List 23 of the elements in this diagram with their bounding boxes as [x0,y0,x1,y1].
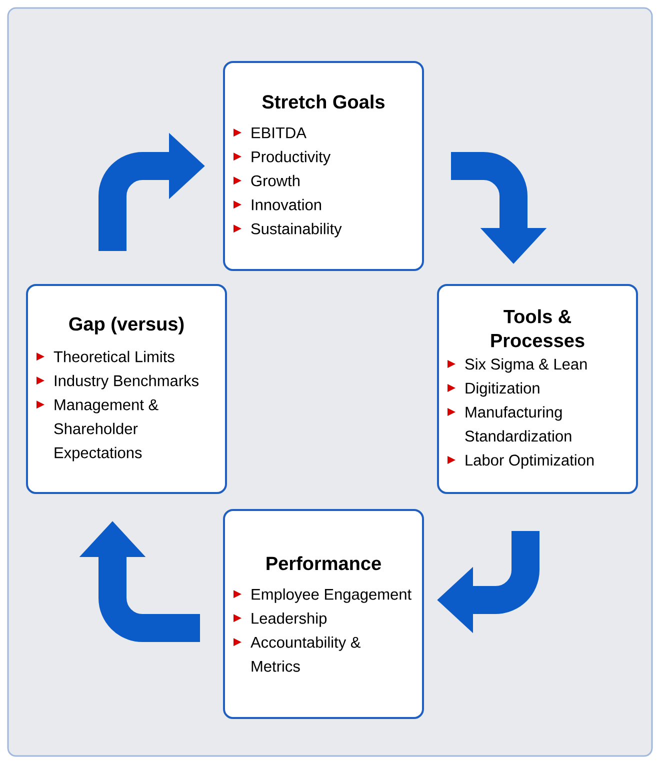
rounded-box [26,284,227,494]
rounded-box [437,284,638,494]
box-heading: Performance [266,556,381,570]
bullet-text: Innovation [252,198,321,210]
bullet-text: Leadership [252,612,327,627]
bullet-text: Employee Engagement [252,588,412,603]
rounded-box [223,61,424,271]
bullet-text: Management & Shareholder Expectations [54,399,158,462]
bullet-text: Labor Optimization [466,454,594,469]
bullet-text: Manufacturing Standardization [465,406,572,442]
bullet-text: Growth [251,174,300,186]
bullet-text: Digitization [466,382,540,397]
box-heading: Stretch Goals [262,94,384,109]
bullet-text: Productivity [252,150,331,166]
box-heading: Gap (versus) [69,316,184,334]
bullet-text: Industry Benchmarks [54,374,198,390]
rounded-box [223,509,424,719]
bullet-text: Sustainability [251,222,342,238]
bullet-text: Six Sigma & Lean [465,358,587,373]
bullet-text: EBITDA [252,127,306,138]
box-heading: Tools & Processes [491,309,584,348]
bullet-text: Accountability & Metrics [250,636,361,672]
bullet-text: Theoretical Limits [54,350,174,362]
